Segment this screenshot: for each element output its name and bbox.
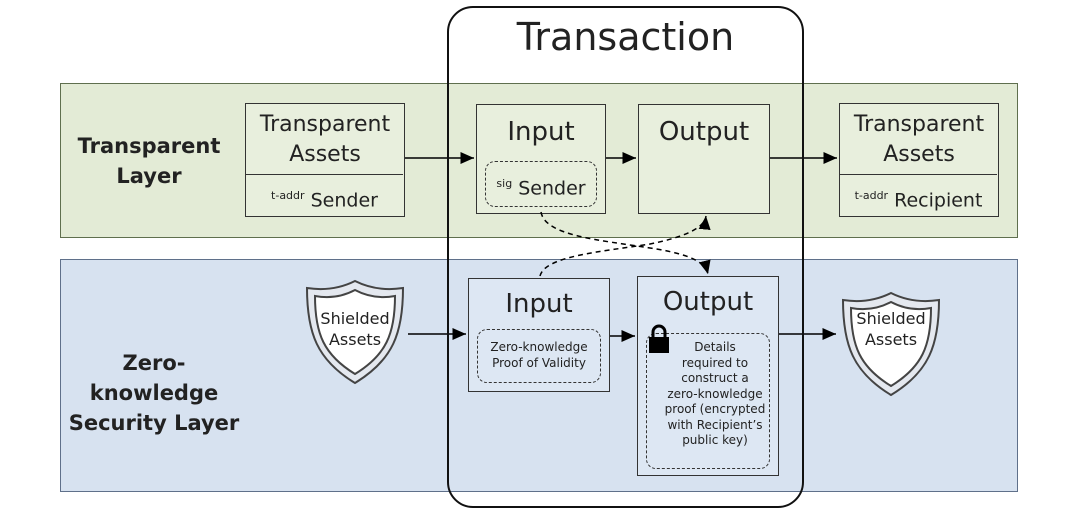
lock-icon — [648, 324, 670, 354]
recipient-assets-box: Transparent Assets t-addr Recipient — [839, 103, 999, 217]
recipient-assets-title: Transparent Assets — [853, 112, 985, 167]
zk-input-title: Input — [505, 289, 573, 319]
shield-icon: Shielded Assets — [838, 290, 944, 398]
sig-sender-box: sig Sender — [485, 161, 597, 207]
sender-addr: t-addr Sender — [246, 174, 403, 216]
transparent-output-box: Output — [638, 104, 770, 214]
zk-details-box: Details required to construct a zero-kno… — [646, 333, 770, 469]
transparent-output-title: Output — [658, 117, 750, 147]
zk-proof-box: Zero-knowledge Proof of Validity — [477, 329, 601, 383]
transaction-boundary — [447, 6, 804, 508]
transaction-title: Transaction — [516, 15, 735, 59]
sender-assets-box: Transparent Assets t-addr Sender — [245, 103, 405, 217]
zk-output-box: Output Details required to construct a z… — [637, 276, 779, 476]
transparent-input-title: Input — [507, 117, 575, 147]
sender-assets-title: Transparent Assets — [259, 112, 391, 167]
shielded-assets-in-label: Shielded Assets — [320, 309, 390, 349]
transparent-input-box: Input sig Sender — [476, 104, 606, 214]
zk-input-box: Input Zero-knowledge Proof of Validity — [468, 278, 610, 392]
zk-output-title: Output — [662, 287, 754, 317]
recipient-addr: t-addr Recipient — [840, 174, 997, 216]
shielded-assets-out-label: Shielded Assets — [856, 309, 926, 349]
dashed-zk-input-to-output — [539, 215, 711, 277]
zk-layer-label: Zero-knowledge Security Layer — [68, 351, 240, 435]
dashed-sig-to-zk-output — [540, 211, 711, 275]
transparent-layer-label: Transparent Layer — [77, 134, 221, 188]
shield-icon: Shielded Assets — [302, 278, 408, 386]
